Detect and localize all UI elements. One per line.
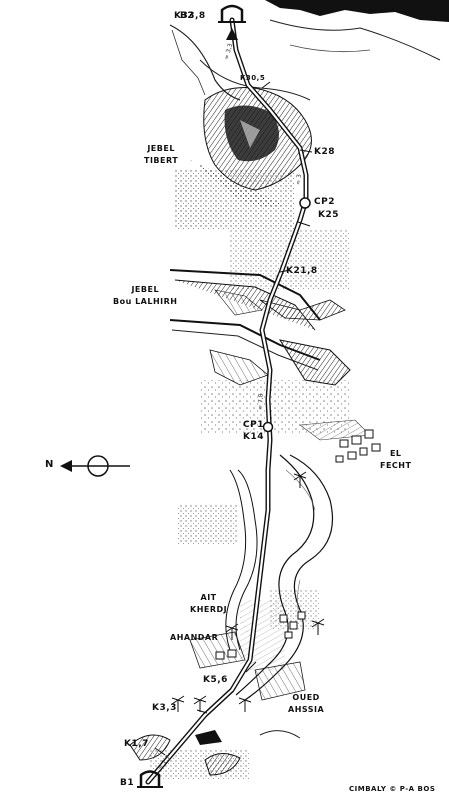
checkpoint-cp2: CP2 (314, 197, 335, 207)
compass-north-label: N (45, 459, 54, 470)
svg-text:≈ 3: ≈ 3 (295, 174, 303, 186)
place-oued-ahssia: OUED AHSSIA (288, 693, 325, 714)
el-fecht-village (299, 419, 381, 463)
b1-label: B1 (120, 778, 135, 788)
km-marker-k28: K28 (314, 147, 335, 157)
top-ridge (265, 0, 449, 61)
km-marker-k33-8: K33,8 (174, 11, 206, 21)
cp2-marker (299, 197, 311, 209)
b1-gate-icon (137, 770, 163, 788)
svg-text:≈ 3,3: ≈ 3,3 (223, 43, 234, 61)
km-marker-k1-7: K1,7 (124, 739, 149, 749)
b2-label: B2 (180, 11, 195, 21)
palm-trees (171, 471, 325, 712)
km-ticks (154, 81, 313, 756)
oued-ahssia-river (225, 454, 334, 701)
place-jebel-tibert: JEBEL TIBERT (144, 144, 179, 165)
km-marker-k3-3: K3,3 (152, 703, 177, 713)
ahandar-fields (178, 505, 320, 701)
cp1-marker (262, 421, 274, 433)
b2-gate-icon (218, 4, 246, 23)
stipple-zone-upper (230, 230, 350, 290)
km-marker-k30-5: K30,5 (240, 74, 266, 82)
jebel-bou-lalhirh-ridges (169, 269, 351, 386)
km-marker-k14: K14 (243, 432, 264, 442)
place-jebel-bou-lalhirh: JEBEL Bou LALHIRH (113, 285, 178, 306)
km-marker-k21-8: K21,8 (286, 266, 318, 276)
jebel-tibert-mountain (175, 87, 312, 230)
map-credit: CIMBALY © P-A BOS (349, 785, 436, 793)
place-ahandar: AHANDAR (170, 633, 219, 642)
route-path (145, 17, 309, 785)
place-ait-kherdj: AIT KHERDJ (190, 593, 228, 614)
bottom-rocks (129, 730, 301, 780)
km-marker-k5-6: K5,6 (203, 675, 228, 685)
checkpoint-cp1: CP1 (243, 420, 264, 430)
km-marker-k25: K25 (318, 210, 339, 220)
svg-text:≈ 7,8: ≈ 7,8 (257, 393, 265, 410)
compass-icon (60, 455, 130, 477)
place-el-fecht: EL FECHT (380, 449, 412, 470)
